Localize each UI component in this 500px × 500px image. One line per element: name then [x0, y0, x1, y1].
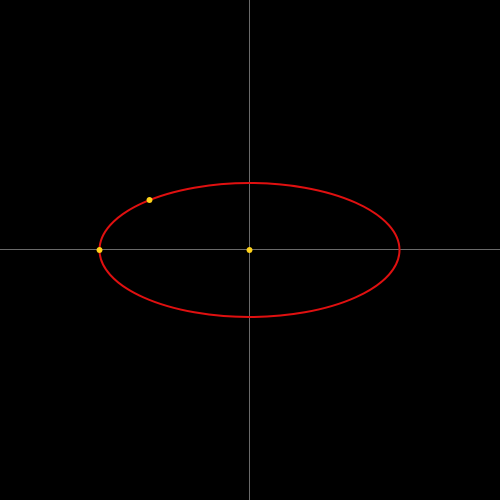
- point-center: [246, 247, 253, 253]
- point-point-on-ellipse: [146, 197, 153, 203]
- point-vertex-left: [96, 247, 103, 253]
- points-group: [96, 197, 253, 253]
